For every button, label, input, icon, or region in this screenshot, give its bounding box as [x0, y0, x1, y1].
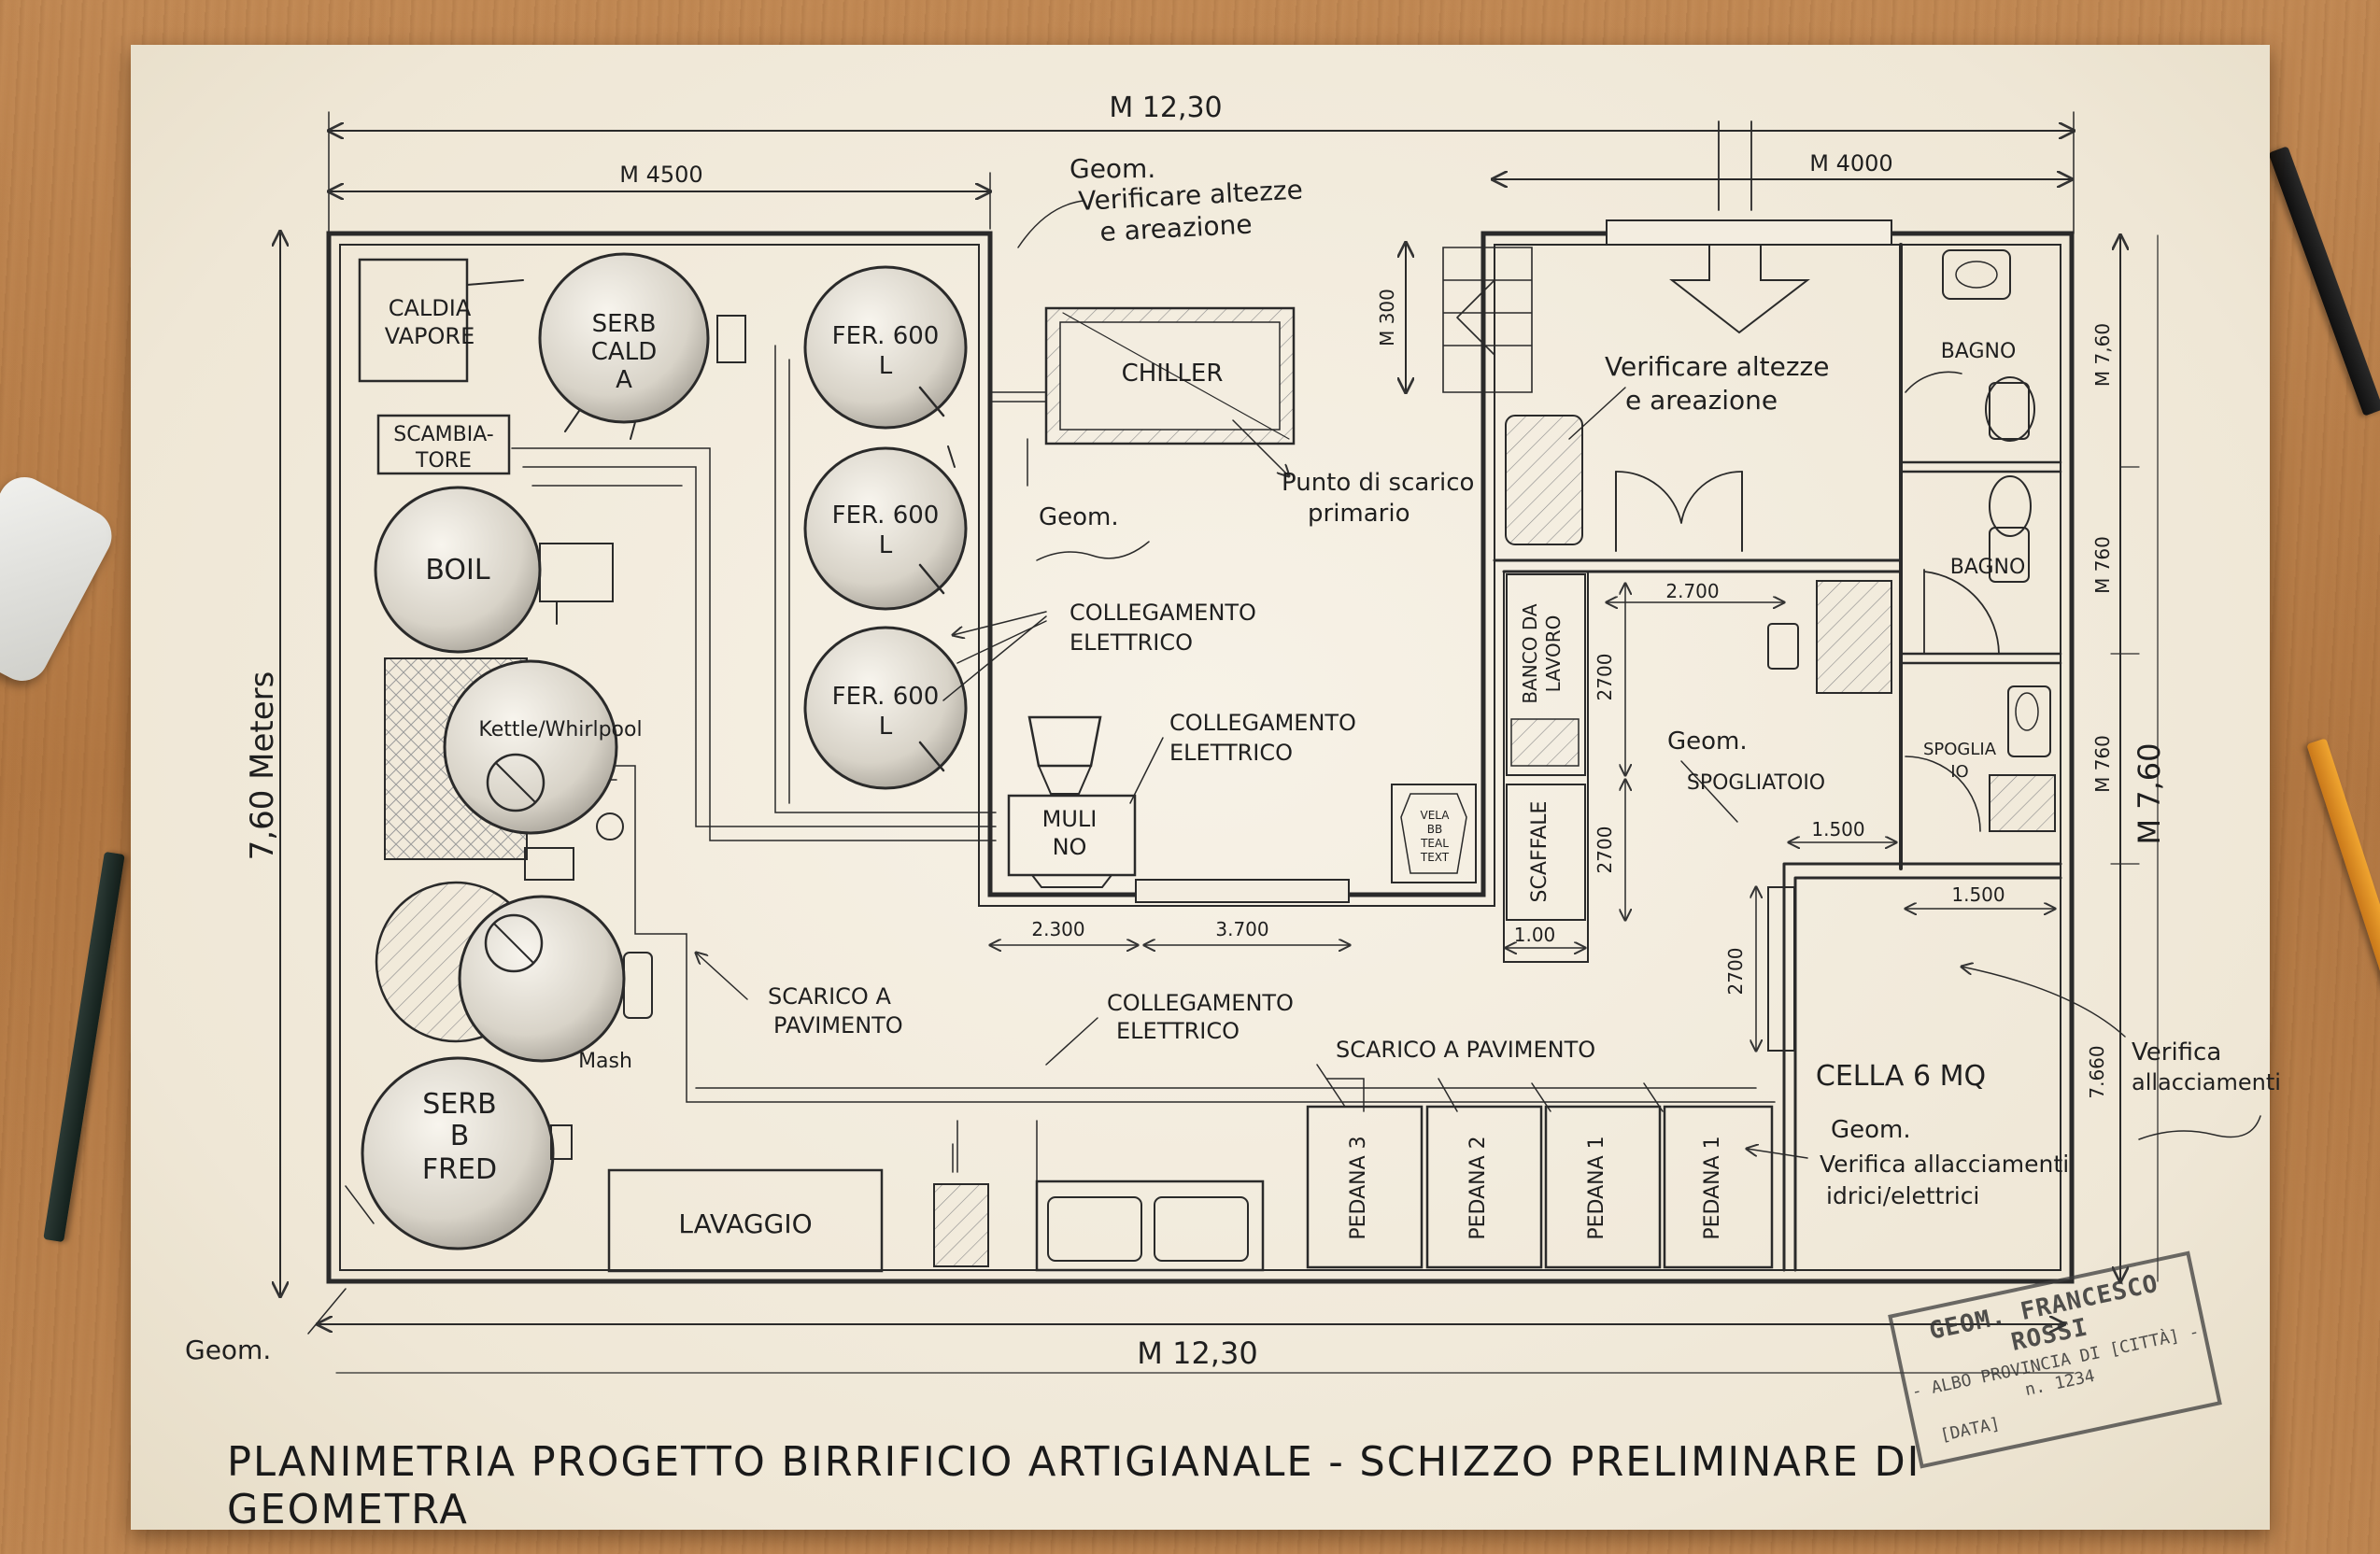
fer2-label-1: FER. 600 — [832, 502, 940, 530]
fer1-label-2: L — [879, 352, 893, 380]
geom-top-note-1: Geom. — [1070, 153, 1155, 184]
verify-right-note-2: e areazione — [1625, 385, 1778, 416]
dim-top-right: M 4000 — [1809, 150, 1892, 177]
serb-fred-label-3: FRED — [422, 1153, 497, 1186]
verifica-idrici-1: Verifica allacciamenti — [1820, 1151, 2069, 1178]
serb-cald-label-3: A — [616, 366, 632, 394]
vela-label-2: BB — [1427, 823, 1442, 836]
scambiatore-label-1: SCAMBIA- — [393, 423, 493, 446]
pedana-1a-label: PEDANA 1 — [1585, 1136, 1608, 1239]
dim-top-total: M 12,30 — [1109, 92, 1222, 124]
bagno-2-label: BAGNO — [1950, 556, 2026, 579]
geom-cella-note: Geom. — [1831, 1116, 1911, 1144]
coll-elettrico-2a: COLLEGAMENTO — [1169, 710, 1356, 736]
fer3-label-2: L — [879, 713, 893, 741]
geom-bottom-note: Geom. — [185, 1335, 271, 1365]
dim-m300: M 300 — [1376, 289, 1398, 346]
coll-elettrico-3b: ELETTRICO — [1116, 1018, 1240, 1044]
kettle-label: Kettle/Whirlpool — [478, 718, 642, 742]
dim-100: 1.00 — [1514, 924, 1556, 946]
mash-label: Mash — [578, 1050, 632, 1073]
dim-top-left: M 4500 — [619, 162, 702, 188]
punto-scarico-note-1: Punto di scarico — [1282, 469, 1474, 497]
serb-cald-label-1: SERB — [592, 310, 657, 338]
lavaggio-label: LAVAGGIO — [678, 1208, 812, 1239]
scarico-pav-1b: PAVIMENTO — [773, 1012, 903, 1038]
verifica-idrici-2: idrici/elettrici — [1826, 1182, 1979, 1209]
scarico-pav-2: SCARICO A PAVIMENTO — [1336, 1037, 1595, 1063]
geom-top-note-3: e areazione — [1099, 208, 1254, 247]
pedana-1b-label: PEDANA 1 — [1701, 1136, 1724, 1239]
dim-1500a: 1.500 — [1811, 818, 1864, 841]
cella-label: CELLA 6 MQ — [1816, 1060, 1986, 1093]
banco-label-1: BANCO DA — [1519, 603, 1541, 703]
dim-right-big: M 7,60 — [2132, 742, 2167, 844]
coll-elettrico-1a: COLLEGAMENTO — [1070, 600, 1256, 626]
mulino-label-2: NO — [1053, 834, 1087, 860]
dim-3700: 3.700 — [1215, 918, 1268, 940]
spogliatoio-label: SPOGLIATOIO — [1687, 771, 1825, 795]
scaffale-label: SCAFFALE — [1528, 801, 1551, 903]
drawing-title: PLANIMETRIA PROGETTO BIRRIFICIO ARTIGIAN… — [227, 1438, 1921, 1533]
pedana-2-label: PEDANA 2 — [1466, 1136, 1490, 1239]
dim-right-c: M 760 — [2091, 735, 2114, 793]
serb-cald-label-2: CALD — [591, 338, 657, 366]
scarico-pav-1a: SCARICO A — [768, 983, 891, 1010]
fer1-label-1: FER. 600 — [832, 322, 940, 350]
dim-2700b: 2700 — [1594, 654, 1616, 701]
caldia-label-1: CALDIA — [389, 295, 472, 321]
banco-label-2: LAVORO — [1542, 615, 1565, 693]
verify-right-note-1: Verificare altezze — [1605, 351, 1829, 382]
fer2-label-2: L — [879, 531, 893, 559]
verifica-right-1: Verifica — [2132, 1038, 2221, 1067]
dim-1500b: 1.500 — [1951, 883, 2005, 906]
pedana-3-label: PEDANA 3 — [1347, 1136, 1370, 1239]
vela-label-1: VELA — [1421, 809, 1451, 822]
dim-bottom-total: M 12,30 — [1137, 1335, 1257, 1371]
dim-right-a: M 7,60 — [2091, 323, 2114, 387]
dim-left-side: 7,60 Meters — [244, 671, 281, 861]
dim-right-b: M 760 — [2091, 536, 2114, 594]
fer3-label-1: FER. 600 — [832, 683, 940, 711]
serb-fred-label-2: B — [450, 1120, 470, 1152]
dim-2700d: 2700 — [1724, 948, 1747, 996]
geom-spogliatoio-note: Geom. — [1667, 728, 1748, 756]
coll-elettrico-1b: ELETTRICO — [1070, 629, 1193, 656]
spoglia-io-label-2: IO — [1950, 762, 1968, 782]
verifica-right-2: allacciamenti — [2132, 1069, 2281, 1095]
serb-fred-label-1: SERB — [422, 1088, 496, 1121]
coll-elettrico-3a: COLLEGAMENTO — [1107, 990, 1294, 1016]
vela-label-3: TEAL — [1420, 837, 1449, 850]
dim-2700a: 2.700 — [1665, 580, 1719, 602]
dim-2700c: 2700 — [1594, 826, 1616, 874]
vela-label-4: TEXT — [1420, 851, 1450, 864]
mulino-label-1: MULI — [1042, 806, 1098, 832]
chiller-label: CHILLER — [1122, 360, 1224, 388]
scambiatore-label-2: TORE — [415, 449, 472, 473]
dim-right-d: 7.660 — [2086, 1045, 2108, 1098]
geom-mid-note: Geom. — [1039, 503, 1119, 531]
bagno-1-label: BAGNO — [1941, 340, 2017, 363]
coll-elettrico-2b: ELETTRICO — [1169, 740, 1293, 766]
dim-2300: 2.300 — [1031, 918, 1084, 940]
caldia-label-2: VAPORE — [385, 323, 475, 349]
punto-scarico-note-2: primario — [1308, 500, 1410, 528]
boil-label: BOIL — [425, 554, 490, 586]
spoglia-io-label-1: SPOGLIA — [1923, 740, 1997, 759]
